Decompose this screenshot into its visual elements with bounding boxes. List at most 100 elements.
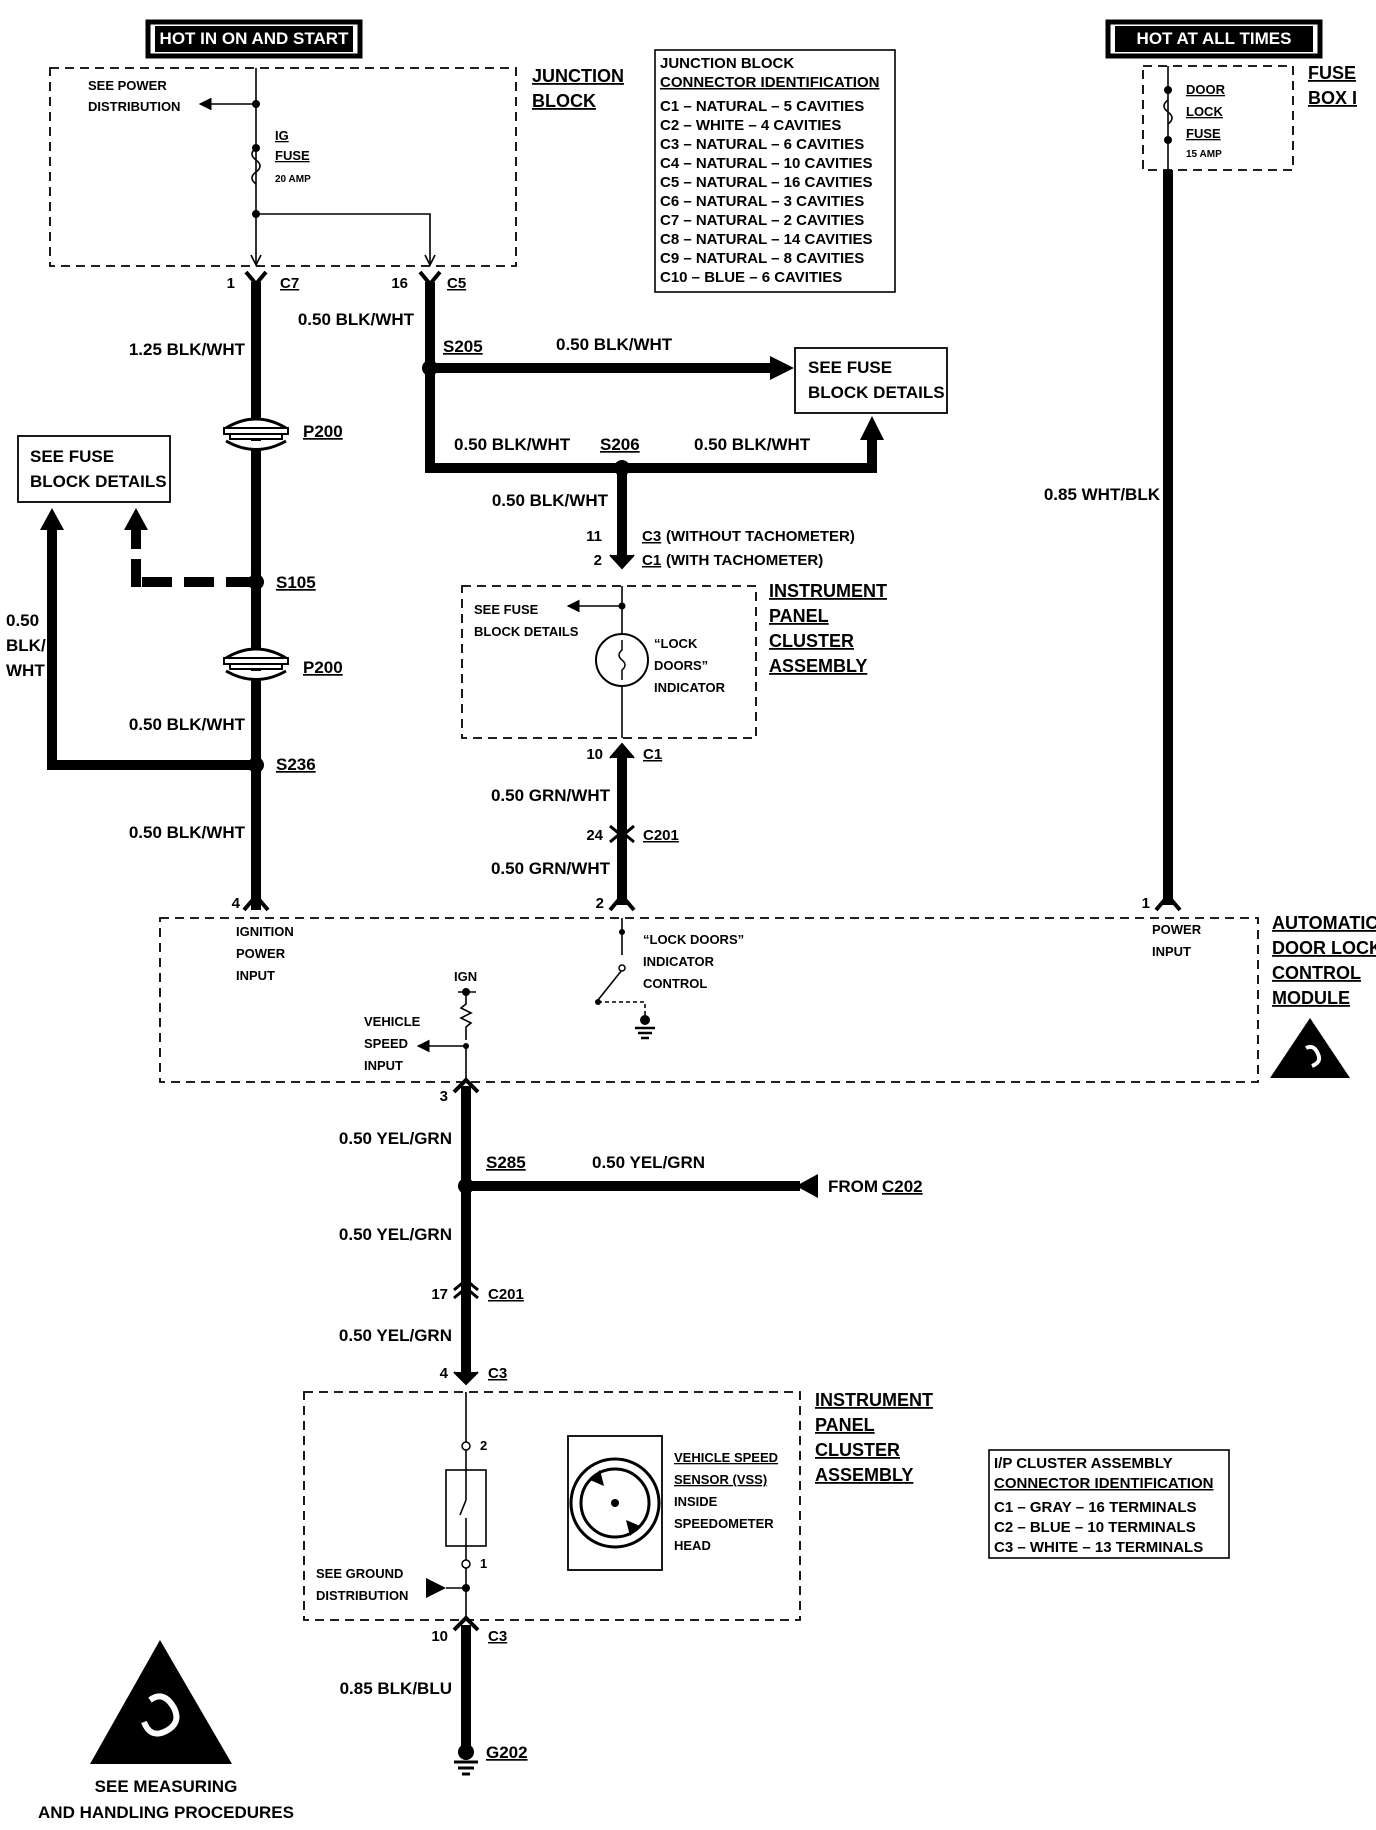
c3-arrow (609, 554, 635, 570)
c201-connector-lower (453, 1278, 479, 1300)
from-label: FROM (828, 1177, 878, 1196)
right-fuse-block-details-box: SEE FUSE BLOCK DETAILS (794, 347, 948, 414)
svg-text:HOT IN ON AND START: HOT IN ON AND START (160, 29, 349, 48)
ground-dist-arrow (426, 1578, 446, 1598)
s285-label: S285 (486, 1153, 526, 1172)
see-power-distribution-2: DISTRIBUTION (88, 99, 180, 114)
esd-warning-icon-large (90, 1640, 232, 1764)
vehicle-speed-sensor-icon (567, 1435, 663, 1571)
s206-run-wire (425, 368, 877, 473)
wire-label-c5: 0.50 BLK/WHT (298, 310, 415, 329)
c5-pin: 16 (391, 275, 408, 292)
hot-at-all-times-label: HOT AT ALL TIMES (1105, 19, 1323, 59)
see-ground-dist-1: SEE GROUND (316, 1566, 403, 1581)
ip-connector-id-table: I/P CLUSTER ASSEMBLY CONNECTOR IDENTIFIC… (988, 1449, 1230, 1559)
wire-label-grn-wht-b: 0.50 GRN/WHT (491, 859, 611, 878)
jb-connector-row: C3 – NATURAL – 6 CAVITIES (660, 136, 864, 153)
wire-label-0.50-blk-wht-a: 0.50 BLK/WHT (129, 715, 246, 734)
ind-switch-contact-a (618, 964, 626, 972)
from-c202-arrow (796, 1174, 818, 1198)
module-ground-node (640, 1015, 650, 1025)
c1-label: C1 (642, 552, 661, 569)
s236-arrow (40, 508, 64, 530)
p200-label-b: P200 (303, 658, 343, 677)
ind-ctrl-label-3: CONTROL (643, 976, 707, 991)
left-fuse-block-details-box: SEE FUSE BLOCK DETAILS (17, 435, 171, 503)
mod-pin4: 4 (232, 895, 241, 912)
c3-note: (WITHOUT TACHOMETER) (666, 528, 855, 545)
wire-label-yel-grn-s285: 0.50 YEL/GRN (592, 1153, 705, 1172)
ipc-c1-pin: 10 (586, 746, 603, 763)
see-ground-dist-2: DISTRIBUTION (316, 1588, 408, 1603)
wire-label-s205: 0.50 BLK/WHT (556, 335, 673, 354)
c201-pin: 24 (586, 827, 603, 844)
jb-connector-row: C6 – NATURAL – 3 CAVITIES (660, 193, 864, 210)
vs-input-3: INPUT (364, 1058, 403, 1073)
ind-ctrl-label-2: INDICATOR (643, 954, 715, 969)
p200-label-a: P200 (303, 422, 343, 441)
right-fuse-details-2: BLOCK DETAILS (808, 383, 945, 402)
lamp-filament-icon (618, 640, 626, 680)
wire-label-s206-right: 0.50 BLK/WHT (694, 435, 811, 454)
door-lock-fuse-node2 (1164, 136, 1172, 144)
upper-ipc-label-1: INSTRUMENT (769, 581, 887, 601)
c1-note: (WITH TACHOMETER) (666, 552, 823, 569)
jb-arrow-1 (250, 254, 262, 267)
c3-label: C3 (642, 528, 661, 545)
vss-label-3: INSIDE (674, 1494, 718, 1509)
jb-connector-id-title-1: JUNCTION BLOCK (660, 55, 794, 72)
c3b-pin: 4 (440, 1365, 449, 1382)
ig-fuse-name-2: FUSE (275, 148, 310, 163)
s105-label: S105 (276, 573, 316, 592)
jb-fuse-node1 (252, 144, 260, 152)
ind-switch-blade (597, 969, 623, 1001)
mod-pin3: 3 (440, 1088, 448, 1105)
c7-label: C7 (280, 275, 299, 292)
upper-ipc-label-4: ASSEMBLY (769, 656, 867, 676)
p200-connector-b (223, 647, 289, 681)
c7-pin: 1 (227, 275, 235, 292)
jb-connector-row: C7 – NATURAL – 2 CAVITIES (660, 212, 864, 229)
ign-power-input-2: POWER (236, 946, 286, 961)
vss-label-4: SPEEDOMETER (674, 1516, 774, 1531)
wire-label-yel-grn-a: 0.50 YEL/GRN (339, 1129, 452, 1148)
jb-connector-row: C4 – NATURAL – 10 CAVITIES (660, 155, 873, 172)
jb-connector-row: C5 – NATURAL – 16 CAVITIES (660, 174, 873, 191)
upper-ipc-label-2: PANEL (769, 606, 829, 626)
door-lock-fuse-2: LOCK (1186, 104, 1223, 119)
vss-pin1: 1 (480, 1556, 487, 1571)
lamp-label-3: INDICATOR (654, 680, 726, 695)
svg-text:HOT AT ALL TIMES: HOT AT ALL TIMES (1137, 29, 1292, 48)
fuse-box-label-1: FUSE (1308, 63, 1356, 83)
mod-pin1-connector (1154, 892, 1182, 912)
mod-pin2: 2 (596, 895, 604, 912)
right-fuse-details-1: SEE FUSE (808, 358, 892, 377)
vs-input-1: VEHICLE (364, 1014, 421, 1029)
c201-connector-upper (609, 824, 635, 844)
reed-contact-blade (459, 1499, 467, 1516)
module-label-2: DOOR LOCK (1272, 938, 1376, 958)
wire-label-yel-grn-c: 0.50 YEL/GRN (339, 1326, 452, 1345)
jb-connector-row: C10 – BLUE – 6 CAVITIES (660, 269, 842, 286)
vss-pin1-node (461, 1559, 471, 1569)
see-power-distribution-1: SEE POWER (88, 78, 167, 93)
vss-label-1: VEHICLE SPEED (674, 1450, 778, 1465)
wire-label-blk-blu: 0.85 BLK/BLU (340, 1679, 452, 1698)
s105-arrow (124, 508, 148, 530)
esd-note-2: AND HANDLING PROCEDURES (38, 1803, 294, 1822)
pullup-resistor-icon (459, 996, 473, 1040)
ip-conn-title-2: CONNECTOR IDENTIFICATION (994, 1475, 1213, 1492)
ip-conn-title-1: I/P CLUSTER ASSEMBLY (994, 1455, 1173, 1472)
upper-ipc-box (461, 585, 757, 739)
esd-note-1: SEE MEASURING (95, 1777, 238, 1796)
c201b-pin: 17 (431, 1286, 448, 1303)
wire-label-0.50-blk-wht-b: 0.50 BLK/WHT (129, 823, 246, 842)
p200-connector-a (223, 417, 289, 451)
jb-connector-row: C2 – WHITE – 4 CAVITIES (660, 117, 841, 134)
ig-fuse-rating: 20 AMP (275, 174, 311, 185)
jb-connector-row: C9 – NATURAL – 8 CAVITIES (660, 250, 864, 267)
ign-power-input-1: IGNITION (236, 924, 294, 939)
mod-pin1: 1 (1142, 895, 1150, 912)
wire-label-0.50-l1: 0.50 (6, 611, 39, 630)
